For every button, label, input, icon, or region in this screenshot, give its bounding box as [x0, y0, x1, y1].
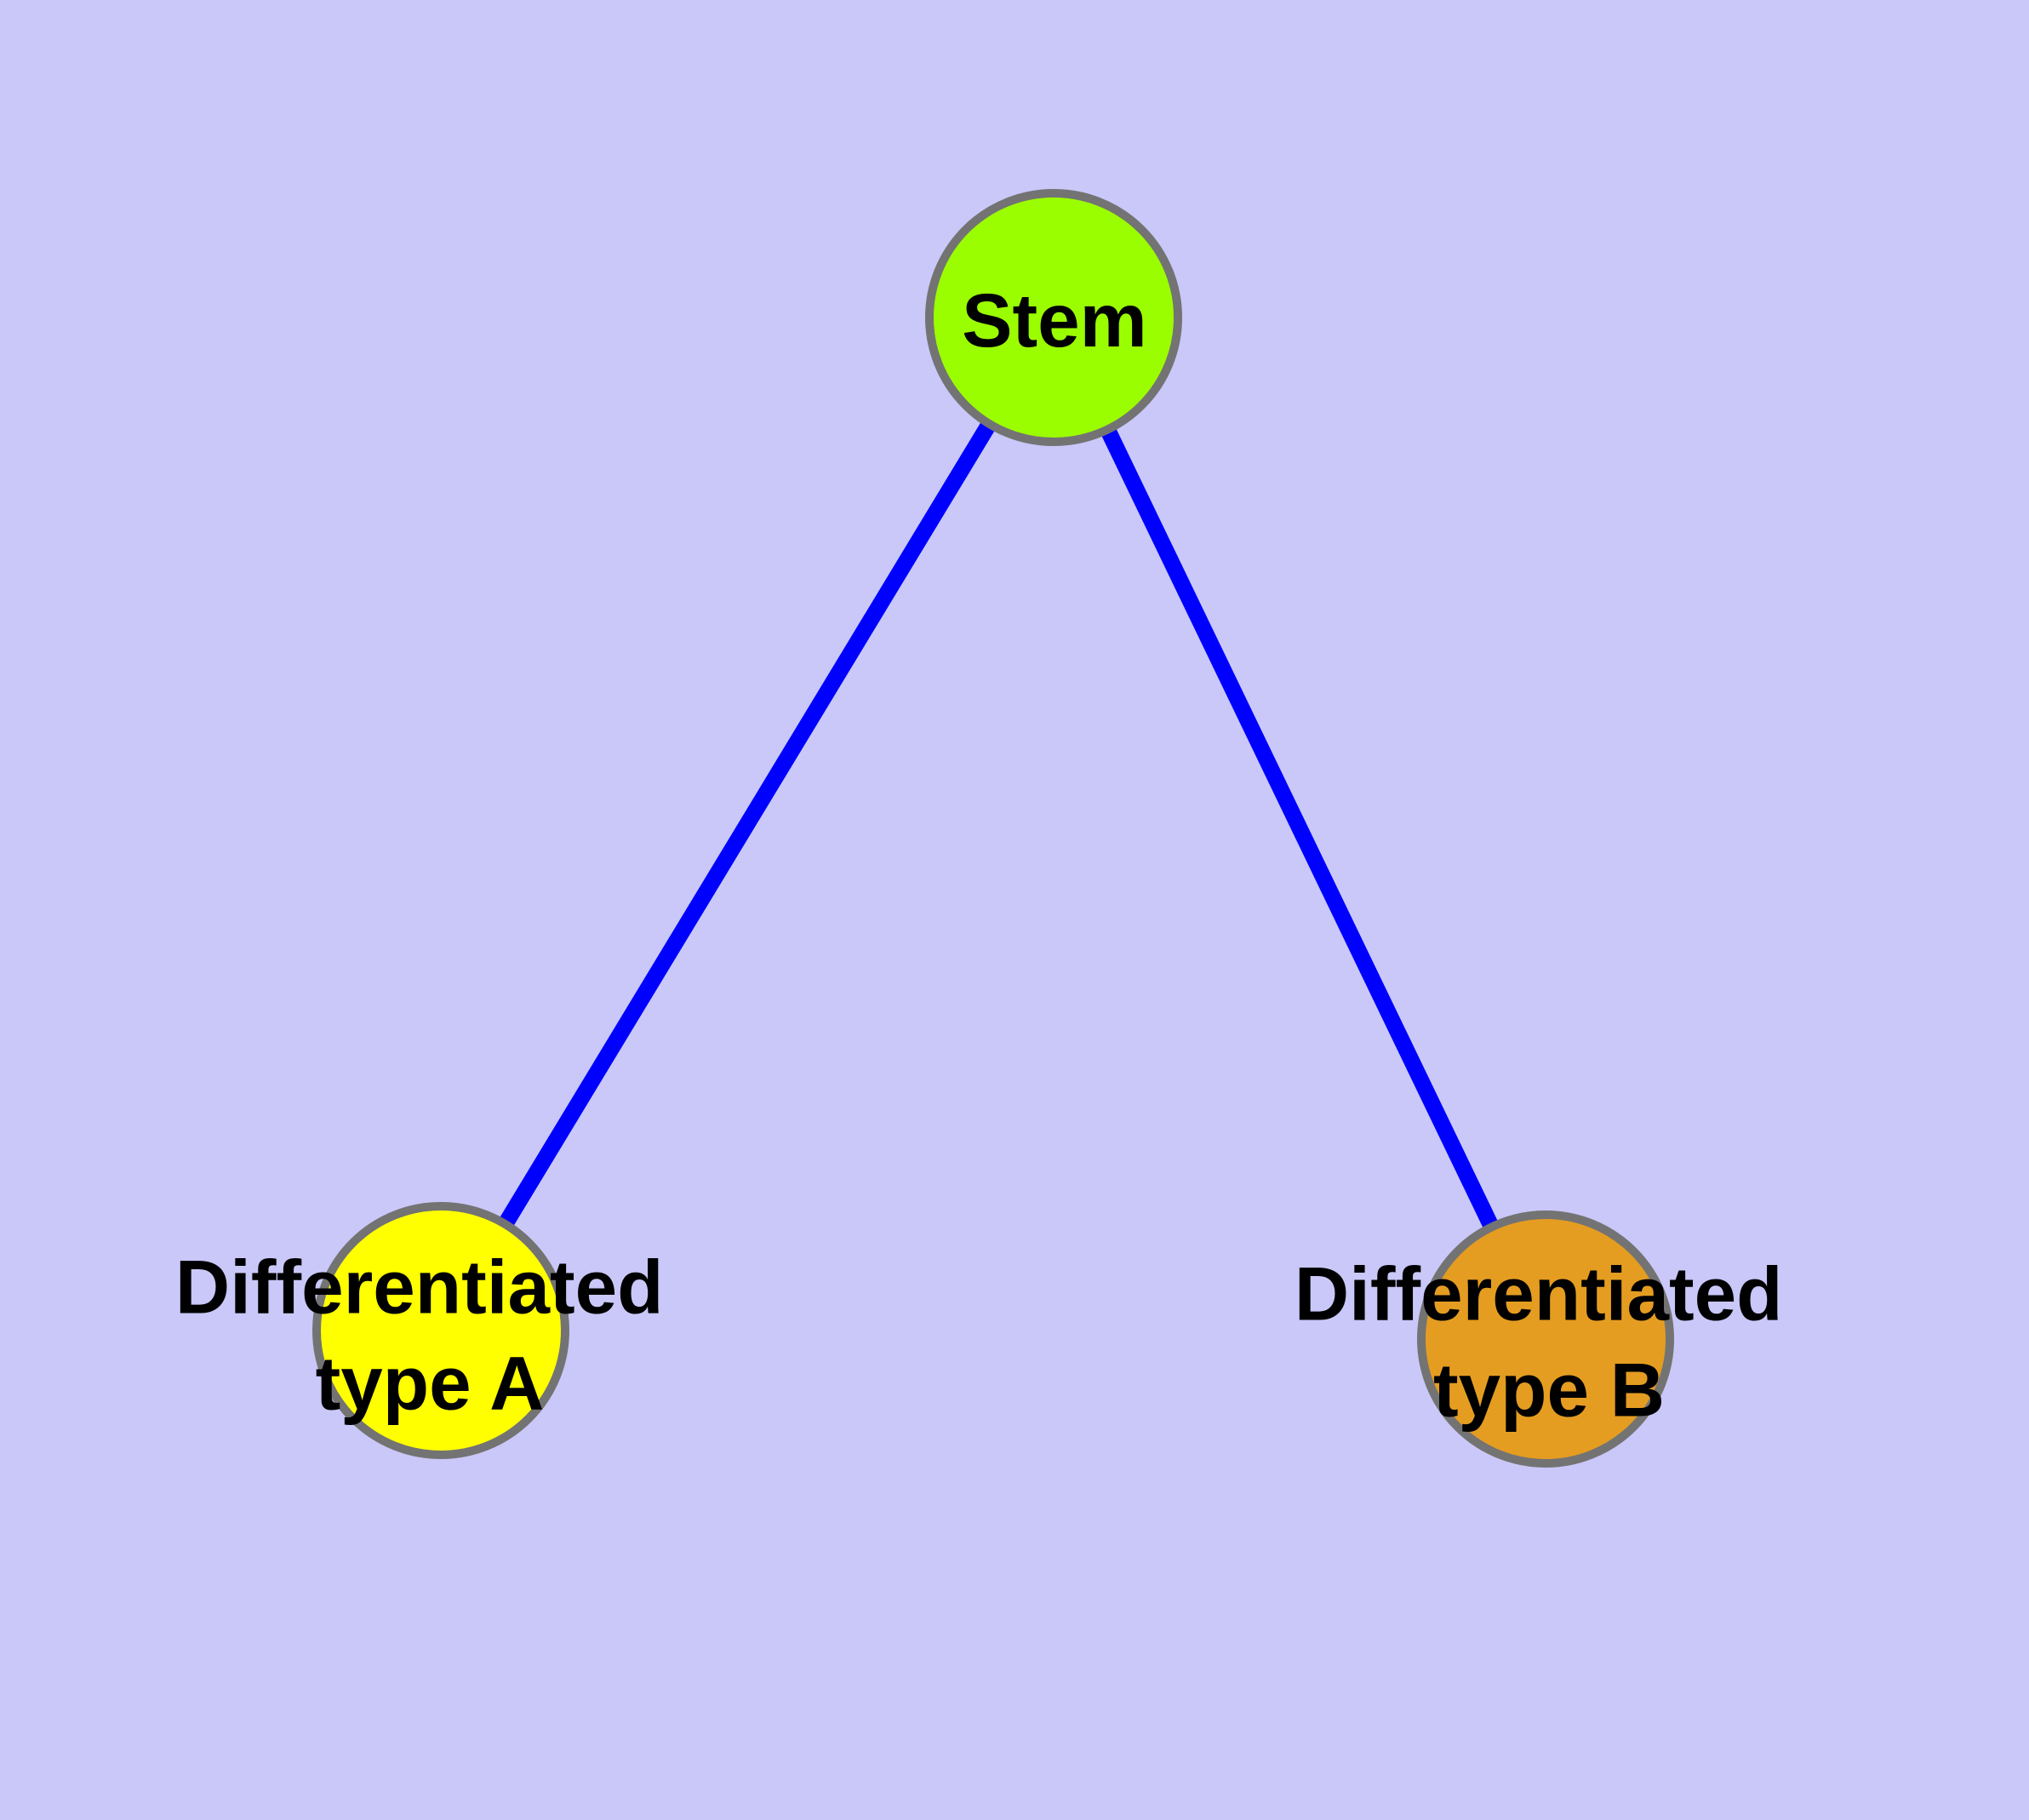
- node-label-type-a-line-1: Differentiated: [175, 1245, 664, 1330]
- node-label-stem-line-1: Stem: [962, 278, 1147, 363]
- node-label-type-b-line-2: type B: [1433, 1348, 1665, 1433]
- edge-layer: [433, 313, 1553, 1343]
- node-type-a: [312, 1202, 569, 1459]
- node-label-type-a: Differentiated type A: [175, 1245, 684, 1426]
- edge-stem-to-type-b: [1046, 313, 1553, 1343]
- node-label-stem: Stem: [962, 278, 1147, 363]
- node-label-type-b: Differentiated type B: [1295, 1251, 1803, 1433]
- node-label-type-a-line-2: type A: [316, 1341, 545, 1426]
- edge-stem-to-type-a: [433, 313, 1061, 1335]
- label-layer: Stem Differentiated type A Differentiate…: [175, 278, 1803, 1433]
- node-layer: [312, 189, 1674, 1468]
- node-stem: [925, 189, 1182, 446]
- node-label-type-b-line-1: Differentiated: [1295, 1251, 1783, 1336]
- node-type-b: [1417, 1210, 1674, 1468]
